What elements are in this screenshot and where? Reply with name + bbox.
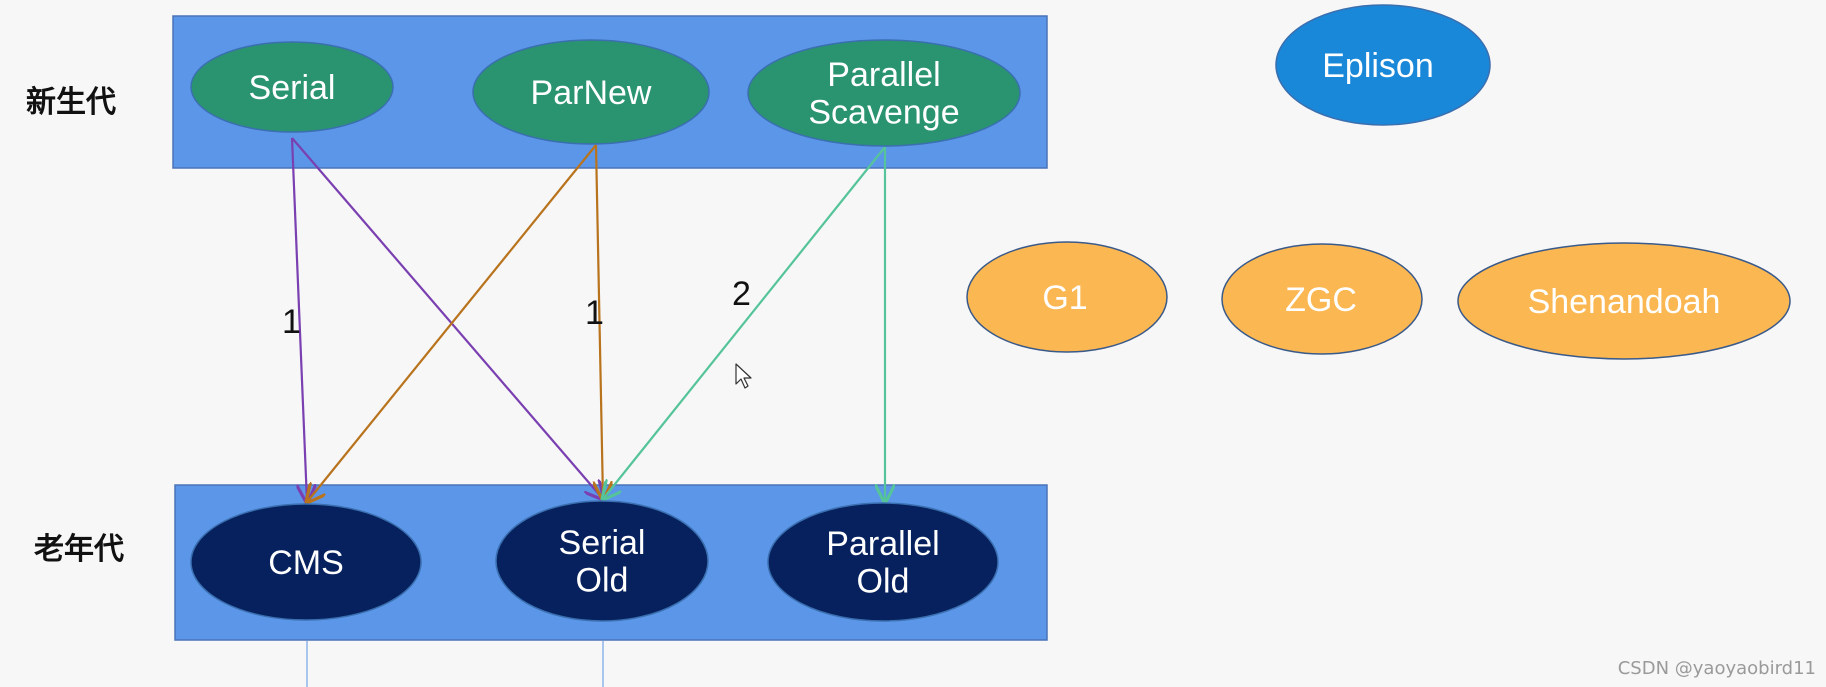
young-generation-label: 新生代 [26, 85, 116, 120]
collector-cms-label: CMS [268, 544, 344, 582]
collector-epsilon: Eplison [1275, 4, 1491, 126]
connection-labels: 1 1 2 [282, 275, 751, 341]
mouse-cursor-icon [735, 363, 752, 389]
collector-serial-label: Serial [249, 69, 336, 107]
collector-shenandoah-label: Shenandoah [1528, 283, 1721, 321]
collector-label-line: G1 [1042, 279, 1087, 317]
collector-zgc: ZGC [1221, 243, 1423, 355]
collector-label-line: CMS [268, 544, 344, 582]
collector-label-line: Old [576, 562, 629, 600]
arrow-parnew-to-cms [307, 144, 597, 502]
connection-label: 1 [282, 303, 301, 341]
collector-parnew-label: ParNew [531, 74, 652, 112]
collector-g1: G1 [966, 241, 1168, 353]
collector-shenandoah: Shenandoah [1457, 242, 1791, 360]
collector-zgc-label: ZGC [1285, 281, 1357, 319]
connection-label: 1 [585, 294, 604, 332]
arrow-serial-to-cms [290, 137, 307, 502]
collector-label-line: Eplison [1322, 47, 1434, 85]
collector-cms: CMS [190, 503, 422, 621]
arrow-parallel-scavenge-to-serial-old [603, 146, 886, 499]
collector-label-line: ZGC [1285, 281, 1357, 319]
connections [290, 137, 886, 502]
connection-label: 2 [732, 275, 751, 313]
collector-epsilon-label: Eplison [1322, 47, 1434, 85]
collector-label-line: Scavenge [808, 94, 959, 132]
collector-label-line: Parallel [827, 56, 940, 94]
watermark: CSDN @yaoyaobird11 [1617, 658, 1816, 679]
collector-serial: Serial [190, 41, 394, 133]
collector-label-line: Shenandoah [1528, 283, 1721, 321]
arrow-serial-to-serial-old [291, 137, 603, 499]
old-generation-label: 老年代 [34, 532, 124, 567]
collector-label-line: Serial [559, 524, 646, 562]
arrow-parnew-to-serial-old [596, 144, 603, 499]
collector-parnew: ParNew [472, 39, 710, 145]
collector-label-line: Old [857, 563, 910, 601]
collector-label-line: Parallel [826, 525, 939, 563]
collector-label-line: ParNew [531, 74, 652, 112]
collector-label-line: Serial [249, 69, 336, 107]
collector-g1-label: G1 [1042, 279, 1087, 317]
